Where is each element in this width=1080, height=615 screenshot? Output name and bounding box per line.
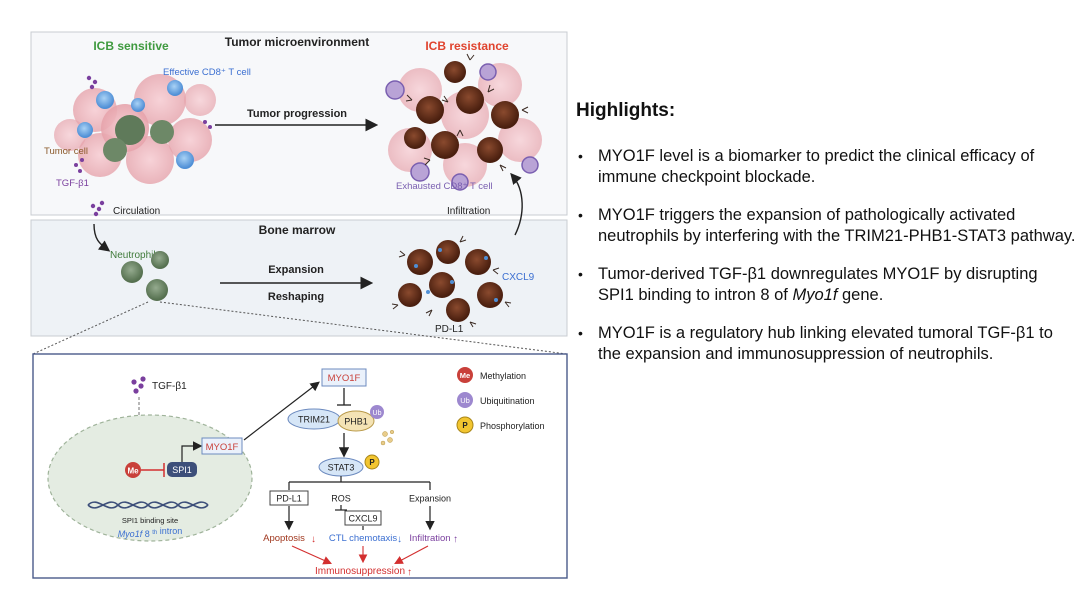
dna-helix	[87, 501, 209, 509]
immunosuppression-up-icon: ↑	[407, 567, 412, 578]
tumor-cell-label: Tumor cell	[44, 146, 88, 157]
legend-methylation-label: Methylation	[480, 371, 526, 381]
highlight-item: • MYO1F triggers the expansion of pathol…	[578, 206, 1076, 245]
cxcl9-box	[344, 510, 382, 526]
exhausted-cd8-label: Exhausted CD8⁺ T cell	[396, 181, 493, 192]
bullet-icon: •	[578, 325, 583, 341]
legend-p-icon	[456, 416, 474, 434]
tgf-dots-top	[74, 75, 212, 173]
svg-text:P: P	[462, 421, 468, 430]
legend-phosphorylation-label: Phosphorylation	[480, 421, 545, 431]
tgf-label-mech: TGF-β1	[152, 381, 187, 392]
zoom-line-left	[32, 301, 149, 355]
phb1-label: PHB1	[344, 417, 368, 427]
tgf-label-top: TGF-β1	[56, 178, 89, 189]
effective-cd8-label: Effective CD8⁺ T cell	[163, 67, 251, 78]
apoptosis-to-immuno-arrow	[291, 545, 333, 565]
svg-text:Me: Me	[460, 371, 470, 380]
ub-label: Ub	[373, 410, 382, 417]
legend-me-icon	[457, 367, 473, 383]
infiltration-mech-label: Infiltration	[409, 533, 450, 544]
expansion-mech-label: Expansion	[409, 494, 451, 504]
infiltration-arrow	[510, 172, 523, 236]
phb1-shape	[337, 410, 375, 432]
reshaping-label: Reshaping	[268, 291, 324, 303]
circulation-arrow	[93, 223, 111, 252]
spi1-to-myo1f-arrow	[181, 441, 203, 462]
ctl-down-icon: ↓	[397, 534, 402, 545]
tgf-dots-mech	[131, 376, 146, 394]
apoptosis-label: Apoptosis	[263, 533, 305, 544]
highlight-item: • Tumor-derived TGF-β1 downregulates MYO…	[578, 265, 1038, 304]
highlights-list: • MYO1F level is a biomarker to predict …	[576, 146, 1076, 365]
trim21-label: TRIM21	[298, 415, 330, 425]
ctl-label: CTL chemotaxis	[329, 533, 398, 544]
legend-ubiquitination-label: Ubiquitination	[480, 396, 535, 406]
ub-icon	[370, 405, 384, 419]
pdl1-mech-label: PD-L1	[276, 494, 302, 504]
myo1f-top-label: MYO1F	[328, 373, 361, 384]
panel-title-bone-marrow: Bone marrow	[259, 223, 336, 237]
myo1f-export-arrow	[243, 381, 320, 441]
highlights-title: Highlights:	[576, 100, 676, 121]
activated-neutrophil-cluster	[391, 235, 512, 328]
stat3-branch-lines	[288, 476, 431, 490]
neutrophil-cells	[121, 251, 169, 301]
zoom-line-right	[159, 301, 568, 355]
intron-label: Myo1f 8 th intron	[118, 526, 183, 539]
cxcl9-label-mid: CXCL9	[502, 272, 535, 283]
degradation-fragments-icon	[380, 429, 395, 446]
ros-label: ROS	[331, 494, 351, 504]
bullet-icon: •	[578, 207, 583, 223]
bone-marrow-panel	[30, 219, 568, 337]
legend-ub-icon	[457, 392, 473, 408]
spi1-binding-site-label: SPI1 binding site	[122, 516, 178, 525]
highlight-item: • MYO1F is a regulatory hub linking elev…	[578, 324, 1053, 363]
infiltration-to-immuno-arrow	[394, 545, 429, 565]
svg-text:Ub: Ub	[460, 396, 470, 405]
apoptosis-up-icon: ↓	[311, 534, 316, 545]
myo1f-nucleus-box	[201, 437, 243, 455]
modification-legend: Me Methylation Ub Ubiquitination P Phosp…	[456, 367, 545, 434]
bullet-icon: •	[578, 266, 583, 282]
p-label: P	[369, 458, 375, 467]
bullet-icon: •	[578, 148, 583, 164]
pdl1-box	[269, 490, 309, 506]
infiltration-up-icon: ↑	[453, 534, 458, 545]
infiltration-label: Infiltration	[447, 206, 490, 217]
tumor-progression-label: Tumor progression	[247, 108, 347, 120]
methylation-me-icon	[125, 462, 141, 478]
neutrophil-label: Neutrophil	[110, 250, 156, 261]
myo1f-top-box	[321, 368, 367, 387]
spi1-box	[167, 462, 197, 477]
expansion-label: Expansion	[268, 264, 324, 276]
myo1f-nucleus-label: MYO1F	[206, 442, 239, 453]
graphical-abstract: Tumor microenvironment ICB sensitive ICB…	[30, 31, 568, 579]
cxcl9-mech-label: CXCL9	[348, 514, 377, 524]
icb-resistance-label: ICB resistance	[425, 39, 509, 53]
stat3-label: STAT3	[328, 463, 355, 473]
icb-sensitive-label: ICB sensitive	[93, 39, 169, 53]
circulation-label: Circulation	[113, 206, 160, 217]
highlights-section: Highlights: • MYO1F level is a biomarker…	[576, 100, 1076, 382]
pdl1-label-mid: PD-L1	[435, 324, 464, 335]
immunosuppression-label: Immunosuppression	[315, 566, 405, 577]
panel-title-tme: Tumor microenvironment	[225, 35, 369, 49]
me-label: Me	[127, 467, 139, 476]
tgf-dots-circulation	[90, 200, 105, 217]
icb-resistance-tumor-cluster	[385, 53, 542, 191]
icb-sensitive-tumor-cluster	[54, 74, 216, 184]
phosphorylation-p-icon	[364, 454, 380, 470]
spi1-label: SPI1	[172, 465, 192, 475]
highlight-item: • MYO1F level is a biomarker to predict …	[578, 147, 1035, 186]
